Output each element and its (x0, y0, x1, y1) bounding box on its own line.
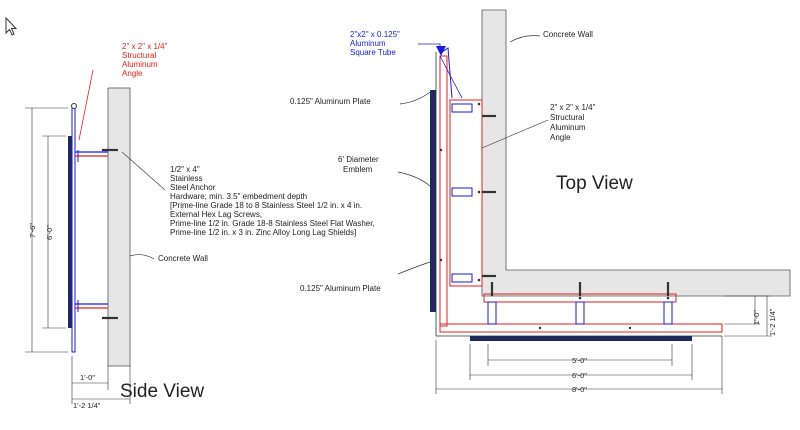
top-dim-w3: 8'-0" (572, 385, 587, 394)
top-view: 2"x2" x 0.125" Aluminum Square Tube Conc… (290, 9, 791, 394)
top-dim-d1: 1'-0" (752, 310, 761, 325)
top-wall-label: Concrete Wall (543, 30, 593, 39)
side-anchor-label: 1/2" x 4" Stainless Steel Anchor Hardwar… (170, 165, 377, 237)
side-concrete-wall (107, 87, 131, 367)
top-dim-w1: 5'-0" (572, 356, 587, 365)
top-tube-label: 2"x2" x 0.125" Aluminum Square Tube (350, 30, 402, 57)
top-emblem-label: 6' Diameter Emblem (338, 155, 381, 174)
top-concrete-wall (481, 9, 791, 297)
side-angle-label: 2" x 2" x 1/4" Structural Aluminum Angle (122, 42, 170, 78)
top-plate-top-label: 0.125" Aluminum Plate (290, 97, 371, 106)
side-emblem-plate (68, 136, 72, 328)
side-wall-label: Concrete Wall (158, 254, 208, 263)
side-dim-depth2: 1'-2 1/4" (73, 401, 101, 410)
top-view-title: Top View (556, 173, 633, 194)
top-emblem-plate (430, 90, 436, 312)
top-plate-bottom-label: 0.125" Aluminum Plate (300, 284, 381, 293)
side-dim-height-outer: 7'-6" (28, 223, 37, 238)
top-dim-w2: 6'-0" (572, 371, 587, 380)
mouse-pointer-icon (5, 16, 18, 36)
side-view: 7'-6" 6'-0" 1'-0" 1'-2 1/4" 2" x 2" x 1/… (25, 42, 377, 410)
top-angle-label: 2" x 2" x 1/4" Structural Aluminum Angle (550, 103, 598, 142)
side-dim-depth1: 1'-0" (80, 373, 95, 382)
top-emblem-plate-bottom (470, 336, 692, 341)
side-view-title: Side View (120, 381, 204, 402)
side-dim-height-inner: 6'-0" (45, 225, 54, 240)
top-dim-d2: 1'-2 1/4" (768, 308, 777, 336)
side-aluminum-plate (71, 107, 76, 353)
